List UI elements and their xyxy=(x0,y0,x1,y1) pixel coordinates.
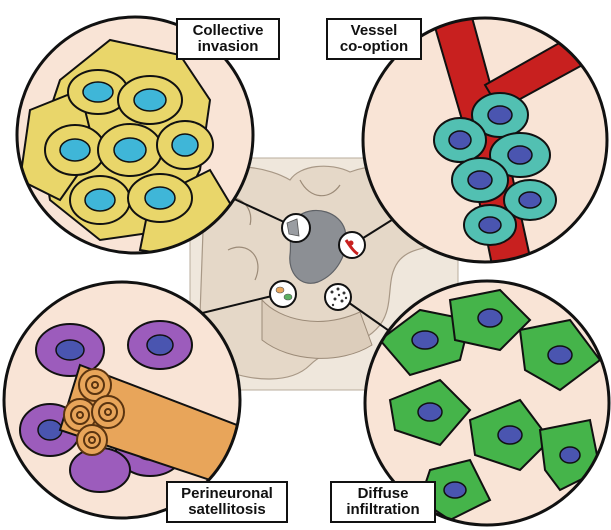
label-vessel-co-option: Vessel co-option xyxy=(326,18,422,60)
label-collective-line2: invasion xyxy=(182,39,274,55)
label-diffuse-line1: Diffuse xyxy=(336,486,430,502)
label-collective-line1: Collective xyxy=(182,23,274,39)
label-perineuronal-satellitosis: Perineuronal satellitosis xyxy=(166,481,288,523)
label-collective-invasion: Collective invasion xyxy=(176,18,280,60)
label-perineuronal-line1: Perineuronal xyxy=(172,486,282,502)
label-diffuse-infiltration: Diffuse infiltration xyxy=(330,481,436,523)
label-vessel-line1: Vessel xyxy=(332,23,416,39)
label-vessel-line2: co-option xyxy=(332,39,416,55)
label-diffuse-line2: infiltration xyxy=(336,502,430,518)
label-perineuronal-line2: satellitosis xyxy=(172,502,282,518)
